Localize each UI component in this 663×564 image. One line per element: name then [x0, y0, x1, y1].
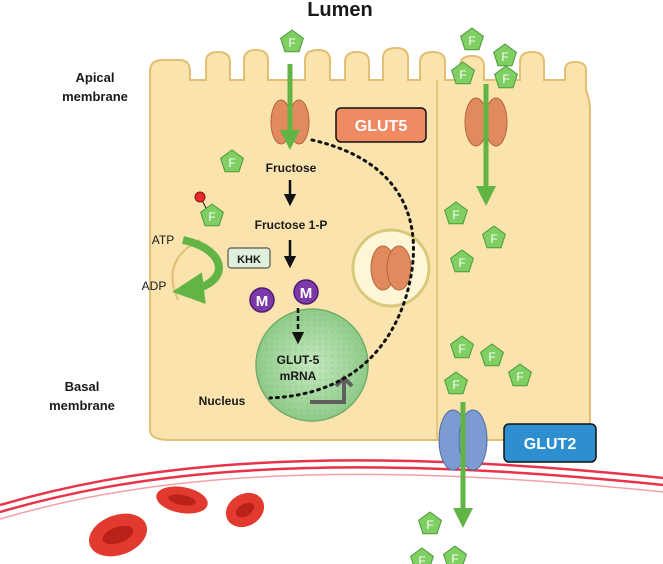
fructose-symbol: F [468, 34, 475, 48]
fructose-symbol: F [490, 232, 497, 246]
basal-label-line2: membrane [49, 398, 115, 413]
atp-adp-arrow [172, 236, 223, 304]
fructose-pentagon-icon: F [480, 343, 504, 367]
fructose-symbol: F [516, 370, 523, 384]
fructose-pentagon-icon: F [482, 225, 506, 249]
fructose-pentagon-icon: F [418, 511, 442, 535]
methyl-group-icon: M [293, 279, 319, 305]
khk-label: KHK [237, 254, 261, 266]
fructose-symbol: F [452, 378, 459, 392]
methyl-label: M [300, 285, 313, 302]
red-blood-cell-icon [225, 492, 265, 528]
fructose-symbol: F [418, 554, 425, 564]
atp-label: ATP [152, 233, 174, 247]
fructose-pentagon-icon: F [460, 27, 484, 51]
fructose-pentagon-icon: F [508, 363, 532, 387]
fructose-symbol: F [451, 552, 458, 564]
glut2-label-box: GLUT2 [503, 423, 597, 463]
red-blood-cell-icon [156, 486, 208, 514]
red-blood-cell-icon [88, 513, 148, 557]
fructose-pentagon-icon: F [493, 43, 517, 67]
phosphate-dot-icon [194, 191, 208, 211]
fructose-symbol: F [208, 210, 215, 224]
fructose-symbol: F [459, 68, 466, 82]
fructose-symbol: F [502, 72, 509, 86]
fructose-symbol: F [488, 350, 495, 364]
fructose-symbol: F [501, 50, 508, 64]
nucleus-label: Nucleus [199, 394, 246, 408]
fructose-symbol: F [452, 208, 459, 222]
mrna-label-line2: mRNA [280, 369, 317, 383]
fructose-pentagon-icon: F [200, 203, 224, 227]
fructose-pentagon-icon: F [410, 547, 434, 564]
methyl-group-icon: M [249, 287, 275, 313]
fructose-pentagon-icon: F [494, 65, 518, 89]
nucleus [255, 308, 369, 422]
glut2-label: GLUT2 [524, 436, 577, 453]
blood-vessel [0, 459, 663, 520]
mrna-label-line1: GLUT-5 [277, 353, 320, 367]
glut2-transporter-icon [438, 409, 488, 471]
fructose-pentagon-icon: F [280, 29, 304, 53]
methyl-label: M [256, 293, 269, 310]
basal-label-line1: Basal [65, 379, 100, 394]
fructose-symbol: F [426, 518, 433, 532]
fructose-1p-label: Fructose 1-P [255, 218, 328, 232]
trafficking-path [268, 138, 415, 400]
fructose-symbol: F [288, 36, 295, 50]
adp-label: ADP [142, 279, 167, 293]
apical-label-line1: Apical [75, 70, 114, 85]
glut5-label: GLUT5 [355, 118, 408, 135]
apical-label-line2: membrane [62, 89, 128, 104]
fructose-symbol: F [458, 342, 465, 356]
glut5-label-box: GLUT5 [335, 107, 427, 143]
fructose-pentagon-icon: F [220, 149, 244, 173]
glut5-transporter-icon [464, 97, 508, 147]
fructose-pentagon-icon: F [443, 545, 467, 564]
fructose-pentagon-icon: F [444, 201, 468, 225]
fructose-pentagon-icon: F [450, 249, 474, 273]
khk-enzyme-box: KHK [227, 247, 271, 269]
fructose-symbol: F [228, 156, 235, 170]
fructose-label: Fructose [266, 161, 317, 175]
fructose-symbol: F [458, 256, 465, 270]
fructose-pentagon-icon: F [450, 335, 474, 359]
lumen-title: Lumen [307, 0, 373, 21]
fructose-pentagon-icon: F [451, 61, 475, 85]
fructose-pentagon-icon: F [444, 371, 468, 395]
glut5-vesicle [351, 228, 431, 308]
